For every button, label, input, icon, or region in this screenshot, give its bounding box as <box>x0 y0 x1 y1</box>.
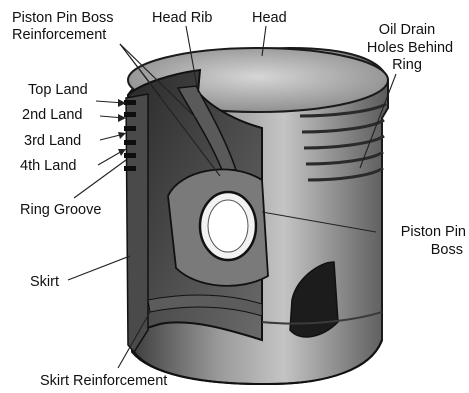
label-piston-pin-boss-line2: Boss <box>431 242 463 258</box>
leader-ring-groove <box>74 160 126 198</box>
label-piston-pin-boss-reinforcement-line2: Reinforcement <box>12 27 106 43</box>
label-head-rib: Head Rib <box>152 10 212 26</box>
label-oil-drain-holes-line2: Holes Behind <box>367 40 453 56</box>
label-2nd-land: 2nd Land <box>22 107 82 123</box>
piston-illustration <box>124 48 388 384</box>
label-piston-pin-boss-reinforcement: Piston Pin Boss <box>12 10 114 26</box>
label-oil-drain-holes-line3: Ring <box>392 57 422 73</box>
label-top-land: Top Land <box>28 82 88 98</box>
label-skirt: Skirt <box>30 274 59 290</box>
label-piston-pin-boss: Piston Pin <box>401 224 466 240</box>
piston-cut-wall <box>126 94 148 352</box>
label-oil-drain-holes: Oil Drain <box>379 22 435 38</box>
label-skirt-reinforcement: Skirt Reinforcement <box>40 373 167 389</box>
label-4th-land: 4th Land <box>20 158 76 174</box>
leader-skirt <box>68 256 130 280</box>
label-ring-groove: Ring Groove <box>20 202 101 218</box>
label-head: Head <box>252 10 287 26</box>
label-3rd-land: 3rd Land <box>24 133 81 149</box>
